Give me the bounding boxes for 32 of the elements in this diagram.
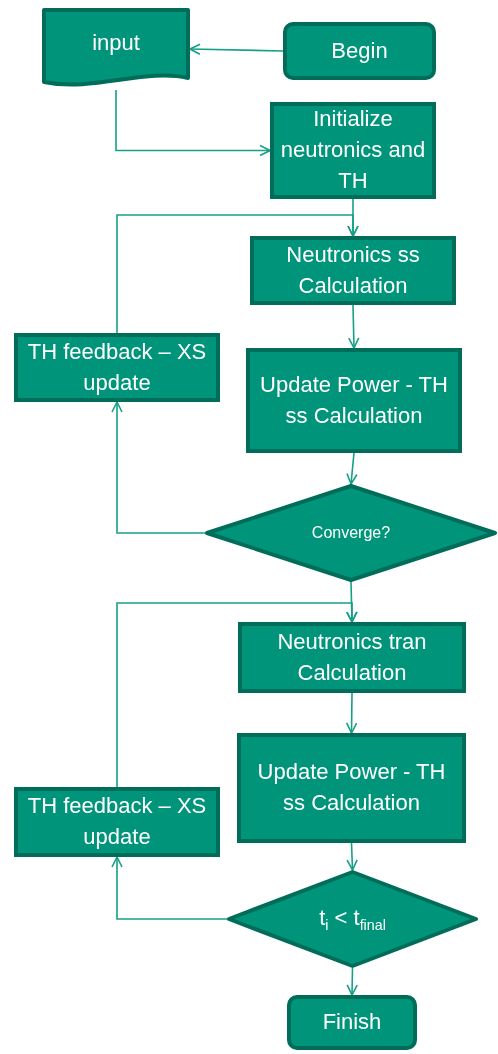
node-label: Initialize neutronics and TH <box>279 105 427 195</box>
arrow <box>116 602 358 788</box>
arrow <box>115 89 271 157</box>
node-label: Neutronics tran Calculation <box>276 627 428 687</box>
node-label: input <box>91 28 141 57</box>
arrow <box>111 856 228 920</box>
arrow <box>346 842 358 871</box>
node-label: t$_{i}$ < t$_{final}$ <box>318 903 387 936</box>
node-label: Converge? <box>310 522 392 543</box>
node-label: Neutronics ss Calculation <box>285 240 421 300</box>
arrow <box>116 214 359 334</box>
terminal-box <box>287 995 417 1050</box>
process-box <box>246 348 462 453</box>
arrow <box>189 43 284 55</box>
node-label: TH feedback – XS update <box>26 337 208 397</box>
terminal-box <box>283 22 436 80</box>
arrow <box>346 452 358 485</box>
process-box <box>237 733 466 843</box>
process-box <box>270 102 436 199</box>
node-label: TH feedback – XS update <box>26 792 208 851</box>
node-label: Begin <box>330 36 389 65</box>
arrow <box>111 401 206 534</box>
process-box <box>14 787 220 857</box>
node-label: Update Power - TH ss Calculation <box>259 370 449 430</box>
process-box <box>250 236 456 305</box>
arrow <box>346 967 358 996</box>
process-box <box>14 333 220 402</box>
arrow <box>347 304 360 349</box>
node-label: Finish <box>321 1008 383 1037</box>
node-label: Update Power - TH ss Calculation <box>256 758 447 817</box>
process-box <box>238 622 466 693</box>
arrow <box>345 692 358 734</box>
